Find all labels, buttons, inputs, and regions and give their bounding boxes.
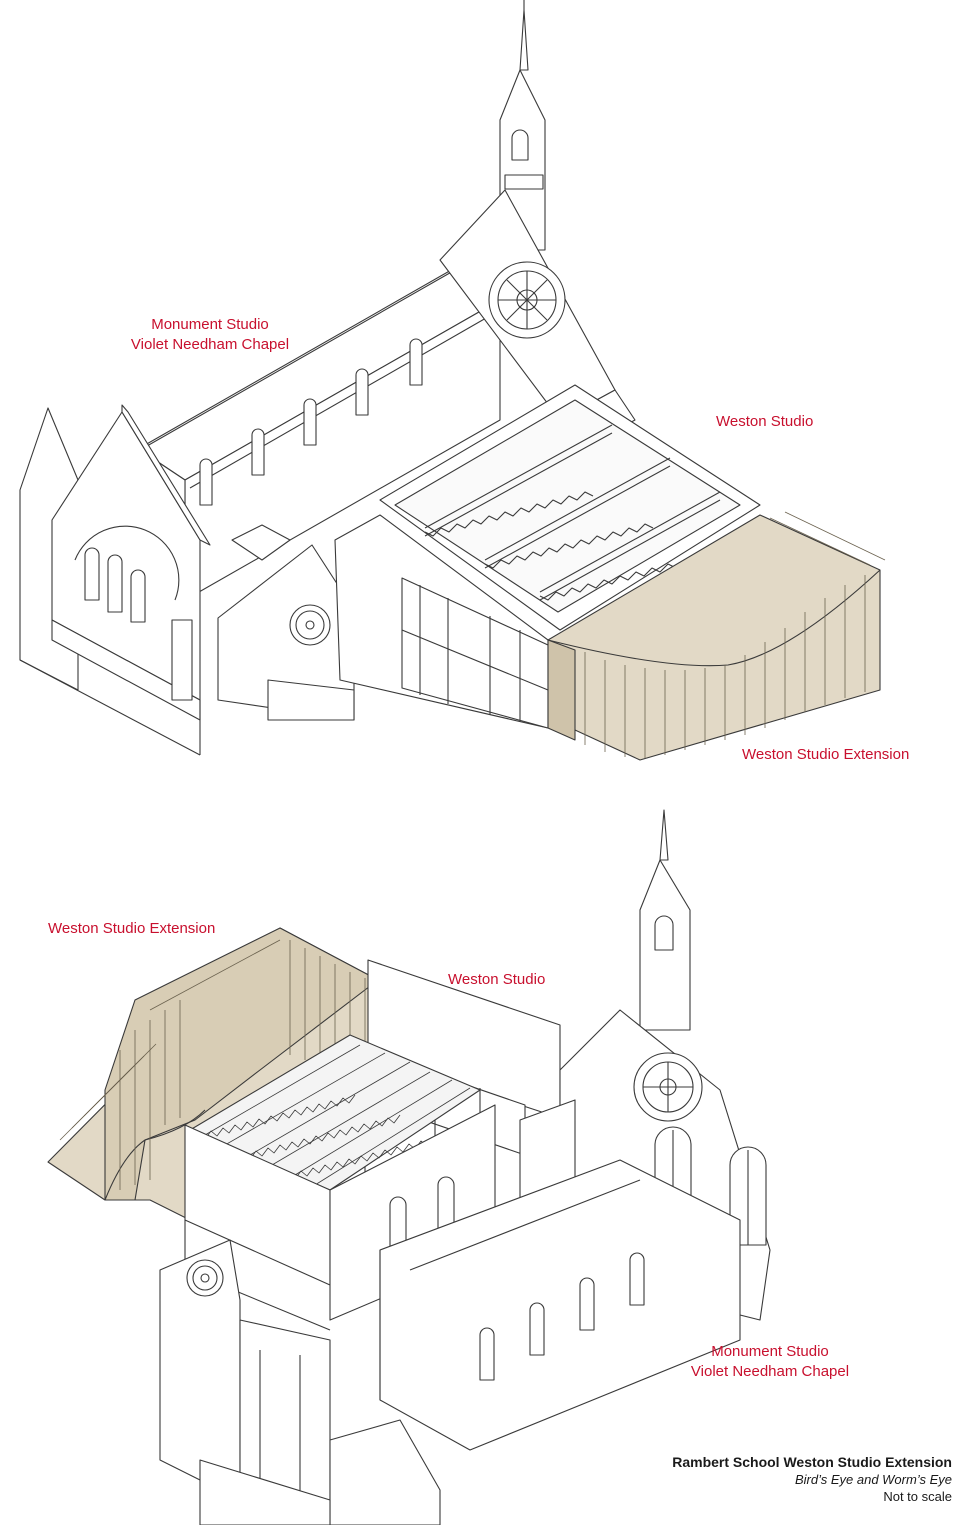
top-label-monument-line1: Monument Studio: [151, 316, 269, 333]
bottom-label-weston-extension: Weston Studio Extension: [48, 920, 216, 937]
top-label-weston-extension: Weston Studio Extension: [742, 746, 910, 763]
caption-scale-note: Not to scale: [883, 1489, 952, 1504]
weston-studio-extension-top: [547, 514, 881, 761]
worms-eye-axonometric: [47, 809, 771, 1525]
extension-fins-bottom: [59, 939, 366, 1190]
top-label-weston-studio: Weston Studio: [716, 413, 814, 430]
nave-windows: [199, 338, 423, 506]
chapel-nave-bottom: [379, 1159, 741, 1451]
top-label-monument-studio: Monument Studio Violet Needham Chapel: [130, 315, 290, 355]
west-gable: [19, 404, 211, 756]
bottom-label-monument-studio: Monument Studio Violet Needham Chapel: [690, 1342, 850, 1382]
top-label-monument-line2: Violet Needham Chapel: [130, 336, 290, 353]
bottom-label-monument-line2: Violet Needham Chapel: [690, 1363, 850, 1380]
weston-studio-block: [334, 384, 761, 729]
lower-west-end: [159, 1239, 441, 1525]
birds-eye-axonometric: [19, 0, 886, 761]
weston-studio-extension-bottom: [47, 927, 379, 1221]
bottom-label-monument-line1: Monument Studio: [711, 1343, 829, 1360]
ceiling-trusses: [189, 1034, 481, 1191]
caption-title: Rambert School Weston Studio Extension: [672, 1454, 952, 1470]
bottom-label-weston-studio: Weston Studio: [448, 971, 546, 988]
entrance-porch: [217, 524, 355, 721]
caption-subtitle: Bird’s Eye and Worm’s Eye: [794, 1472, 952, 1487]
caption-block: Rambert School Weston Studio Extension B…: [672, 1453, 952, 1505]
extension-fins-top: [584, 511, 886, 758]
